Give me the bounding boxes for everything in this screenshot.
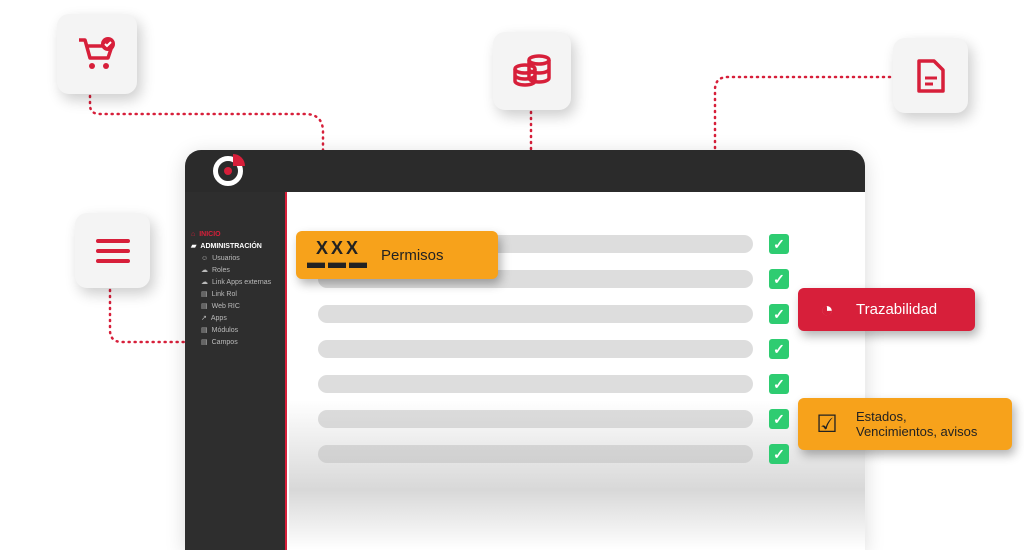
cart-check-icon	[79, 37, 115, 69]
list-row-bar	[318, 445, 753, 463]
check-icon[interactable]: ✓	[769, 339, 789, 359]
external-link-icon: ↗	[201, 315, 207, 322]
estados-text: Estados,Vencimientos, avisos	[856, 409, 977, 439]
cart-card	[57, 14, 137, 94]
check-icon[interactable]: ✓	[769, 234, 789, 254]
coins-card	[493, 32, 571, 110]
table-icon: ▤	[201, 303, 208, 310]
permisos-badge: XXX▬▬▬ Permisos	[296, 231, 498, 279]
folder-icon: ▰	[191, 243, 197, 250]
sidebar-item-administracion[interactable]: ▰ADMINISTRACIÓN	[191, 242, 262, 251]
sidebar-item-link-rol[interactable]: ▤Link Rol	[201, 290, 237, 299]
permissions-icon-label: XXX	[315, 238, 362, 258]
app-logo	[213, 154, 245, 186]
vencimientos-label: Vencimientos, avisos	[856, 424, 978, 439]
check-icon[interactable]: ✓	[769, 304, 789, 324]
document-icon	[916, 58, 945, 93]
document-card	[893, 38, 968, 113]
check-icon[interactable]: ✓	[769, 409, 789, 429]
permissions-icon: XXX▬▬▬	[307, 238, 370, 272]
sidebar-item-web-ric[interactable]: ▤Web RIC	[201, 302, 240, 311]
list-row-bar	[318, 375, 753, 393]
sidebar-item-roles[interactable]: ☁Roles	[201, 266, 230, 275]
list-row-bar	[318, 410, 753, 428]
sidebar-item-apps[interactable]: ↗Apps	[201, 314, 227, 323]
table-icon: ▤	[201, 339, 208, 346]
sidebar-item-modulos[interactable]: ▤Módulos	[201, 326, 239, 335]
menu-icon	[95, 238, 130, 263]
sidebar-item-usuarios[interactable]: ☺Usuarios	[201, 254, 240, 262]
table-icon: ▤	[201, 327, 208, 334]
cloud-icon: ☁	[201, 279, 208, 286]
trazabilidad-label: Trazabilidad	[856, 301, 938, 318]
list-row-bar	[318, 340, 753, 358]
list-row-bar	[318, 305, 753, 323]
app-header	[185, 150, 865, 192]
estados-badge: ☑ Estados,Vencimientos, avisos	[798, 398, 1012, 450]
home-icon: ⌂	[191, 230, 196, 238]
estados-label: Estados,	[856, 409, 907, 424]
sidebar: ⌂INICIO ▰ADMINISTRACIÓN ☺Usuarios ☁Roles…	[185, 192, 287, 550]
cloud-icon: ☁	[201, 267, 208, 274]
app-window: ⌂INICIO ▰ADMINISTRACIÓN ☺Usuarios ☁Roles…	[185, 150, 865, 550]
check-icon[interactable]: ✓	[769, 444, 789, 464]
sidebar-item-campos[interactable]: ▤Campos	[201, 338, 238, 347]
menu-card	[75, 213, 150, 288]
check-icon[interactable]: ✓	[769, 269, 789, 289]
permisos-label: Permisos	[381, 246, 444, 264]
checkbox-icon: ☑	[816, 410, 838, 438]
sidebar-item-link-apps[interactable]: ☁Link Apps externas	[201, 278, 272, 287]
user-icon: ☺	[201, 254, 209, 262]
check-icon[interactable]: ✓	[769, 374, 789, 394]
sidebar-item-inicio[interactable]: ⌂INICIO	[191, 230, 221, 238]
history-clock-icon: ◔	[820, 296, 834, 322]
coins-icon	[513, 54, 551, 87]
trazabilidad-badge: ◔ Trazabilidad	[798, 288, 975, 331]
table-icon: ▤	[201, 291, 208, 298]
